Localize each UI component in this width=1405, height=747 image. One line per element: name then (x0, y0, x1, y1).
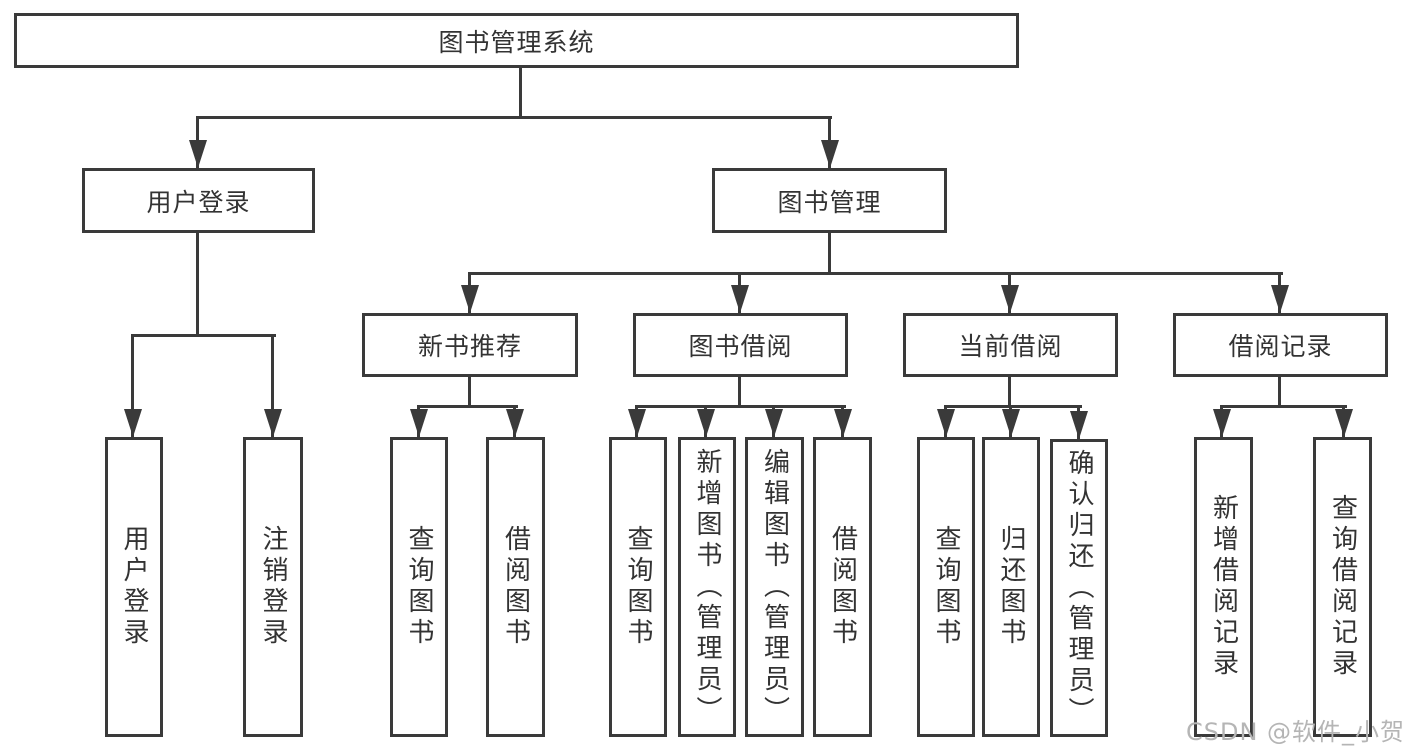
leaf-add-books-admin: 新增图书（管理员） (678, 437, 736, 737)
leaf-add-borrow-record: 新增借阅记录 (1194, 437, 1253, 737)
arrowhead-g2-borrow (506, 409, 524, 437)
arrowhead-g3-add (697, 409, 715, 437)
leaf-logout: 注销登录 (243, 437, 303, 737)
connector-book-borrow-drop (738, 377, 741, 408)
leaf-confirm-return-admin: 确认归还（管理员） (1050, 439, 1108, 737)
leaf-edit-books-admin: 编辑图书（管理员） (745, 437, 804, 737)
arrowhead-g4-query (937, 409, 955, 437)
arrowhead-g3-borrow (834, 409, 852, 437)
arrowhead-g3-edit (765, 409, 783, 437)
arrowhead-g4-confirm (1070, 411, 1088, 439)
connector-current-borrow-rail (944, 405, 1082, 408)
arrowhead-book-borrow (731, 285, 749, 313)
connector-stem-leaf-login (131, 334, 134, 437)
arrowhead-leaf-logout (264, 409, 282, 437)
connector-root-drop (519, 67, 522, 119)
connector-user-login-drop (196, 233, 199, 337)
node-user-login: 用户登录 (82, 168, 315, 233)
connector-new-recommend-drop (468, 377, 471, 408)
node-root: 图书管理系统 (14, 13, 1019, 68)
connector-stem-leaf-logout (271, 334, 274, 437)
connector-book-borrow-rail (635, 405, 846, 408)
connector-current-borrow-drop (1008, 377, 1011, 408)
connector-book-management-drop (828, 233, 831, 275)
connector-borrow-records-rail (1220, 405, 1347, 408)
leaf-query-borrow-record: 查询借阅记录 (1313, 437, 1372, 737)
node-borrow-records: 借阅记录 (1173, 313, 1388, 377)
arrowhead-borrow-records (1271, 285, 1289, 313)
connector-borrow-records-drop (1278, 377, 1281, 408)
csdn-watermark: CSDN @软件_小贺同学 (1186, 718, 1405, 746)
node-book-management: 图书管理 (712, 168, 947, 233)
node-new-book-recommend: 新书推荐 (362, 313, 578, 377)
leaf-user-login: 用户登录 (105, 437, 163, 737)
arrowhead-g2-query (410, 409, 428, 437)
connector-new-recommend-rail (417, 405, 518, 408)
arrowhead-g5-query (1335, 409, 1353, 437)
arrowhead-current-borrow (1001, 285, 1019, 313)
arrowhead-new-recommend (461, 285, 479, 313)
arrowhead-g5-add (1213, 409, 1231, 437)
arrowhead-g4-return (1002, 409, 1020, 437)
leaf-query-books-current: 查询图书 (917, 437, 975, 737)
arrowhead-leaf-login (124, 409, 142, 437)
leaf-borrow-books-recommend: 借阅图书 (486, 437, 545, 737)
leaf-return-books: 归还图书 (982, 437, 1040, 737)
arrowhead-book-management (821, 140, 839, 168)
leaf-borrow-books: 借阅图书 (813, 437, 872, 737)
arrowhead-user-login (189, 140, 207, 168)
connector-level3-rail (468, 272, 1283, 275)
connector-level2-rail (196, 116, 832, 119)
leaf-query-books-borrow: 查询图书 (609, 437, 667, 737)
arrowhead-g3-query (628, 409, 646, 437)
node-current-borrow: 当前借阅 (903, 313, 1118, 377)
connector-user-login-rail (131, 334, 276, 337)
node-book-borrow: 图书借阅 (633, 313, 848, 377)
leaf-query-books-recommend: 查询图书 (390, 437, 448, 737)
